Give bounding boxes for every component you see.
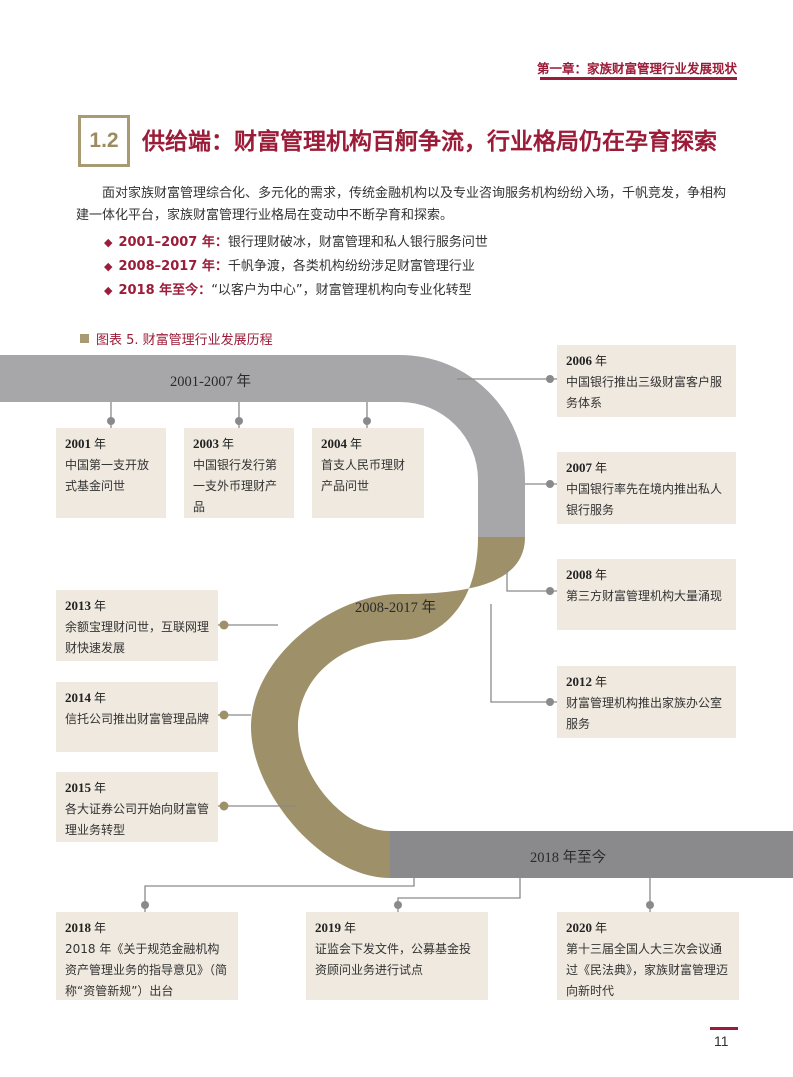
chapter-header: 第一章：家族财富管理行业发展现状 bbox=[536, 61, 737, 76]
bullet-item: ◆ 2008–2017 年：千帆争渡，各类机构纷纷涉足财富管理行业 bbox=[104, 255, 488, 279]
event-text: 2018 年《关于规范金融机构资产管理业务的指导意见》（简称“资管新规”）出台 bbox=[65, 942, 228, 998]
event-text: 第十三届全国人大三次会议通过《民法典》，家族财富管理迈向新时代 bbox=[566, 942, 729, 998]
bullet-text: 银行理财破冰，财富管理和私人银行服务问世 bbox=[227, 235, 488, 250]
band-label-2001-2007: 2001-2007 年 bbox=[170, 374, 251, 390]
diamond-icon: ◆ bbox=[104, 260, 113, 273]
event-text: 证监会下发文件，公募基金投资顾问业务进行试点 bbox=[315, 942, 472, 977]
section-title: 供给端：财富管理机构百舸争流，行业格局仍在孕育探索 bbox=[142, 129, 717, 155]
band-2008-2017 bbox=[251, 537, 525, 878]
event-text: 第三方财富管理机构大量涌现 bbox=[566, 589, 723, 603]
chapter-rule bbox=[540, 77, 737, 80]
bullet-period: 2001–2007 年： bbox=[118, 235, 228, 250]
band-2001-2007 bbox=[0, 355, 525, 537]
bullet-text: “以客户为中心”，财富管理机构向专业化转型 bbox=[211, 283, 472, 298]
event-text: 各大证券公司开始向财富管理业务转型 bbox=[65, 802, 210, 837]
event-text: 财富管理机构推出家族办公室服务 bbox=[566, 696, 723, 731]
diamond-icon: ◆ bbox=[104, 284, 113, 297]
bullet-text: 千帆争渡，各类机构纷纷涉足财富管理行业 bbox=[227, 259, 475, 274]
bullet-item: ◆ 2018 年至今：“以客户为中心”，财富管理机构向专业化转型 bbox=[104, 279, 488, 303]
bullet-item: ◆ 2001–2007 年：银行理财破冰，财富管理和私人银行服务问世 bbox=[104, 231, 488, 255]
figure-title-text: 图表 5. 财富管理行业发展历程 bbox=[96, 333, 273, 348]
square-icon bbox=[80, 334, 89, 343]
bullet-period: 2018 年至今： bbox=[118, 283, 212, 298]
band-label-2008-2017: 2008-2017 年 bbox=[355, 600, 436, 616]
event-text: 信托公司推出财富管理品牌 bbox=[65, 712, 210, 726]
event-text: 中国银行发行第一支外币理财产品 bbox=[193, 458, 278, 514]
event-text: 中国银行率先在境内推出私人银行服务 bbox=[566, 482, 723, 517]
event-text: 中国第一支开放式基金问世 bbox=[65, 458, 150, 493]
event-text: 中国银行推出三级财富客户服务体系 bbox=[566, 375, 723, 410]
event-text: 余额宝理财问世，互联网理财快速发展 bbox=[65, 620, 210, 655]
intro-paragraph: 面对家族财富管理综合化、多元化的需求，传统金融机构以及专业咨询服务机构纷纷入场，… bbox=[76, 186, 727, 223]
band-label-2018-onward: 2018 年至今 bbox=[530, 850, 607, 866]
event-text: 首支人民币理财产品问世 bbox=[321, 458, 406, 493]
section-number: 1.2 bbox=[78, 115, 130, 167]
page-number-rule bbox=[710, 1027, 738, 1030]
diamond-icon: ◆ bbox=[104, 236, 113, 249]
period-bullet-list: ◆ 2001–2007 年：银行理财破冰，财富管理和私人银行服务问世 ◆ 2008–… bbox=[104, 231, 488, 303]
figure-title: 图表 5. 财富管理行业发展历程 bbox=[80, 329, 273, 348]
band-2018-onward bbox=[390, 831, 793, 878]
page-number: 11 bbox=[714, 1033, 729, 1049]
bullet-period: 2008–2017 年： bbox=[118, 259, 228, 274]
